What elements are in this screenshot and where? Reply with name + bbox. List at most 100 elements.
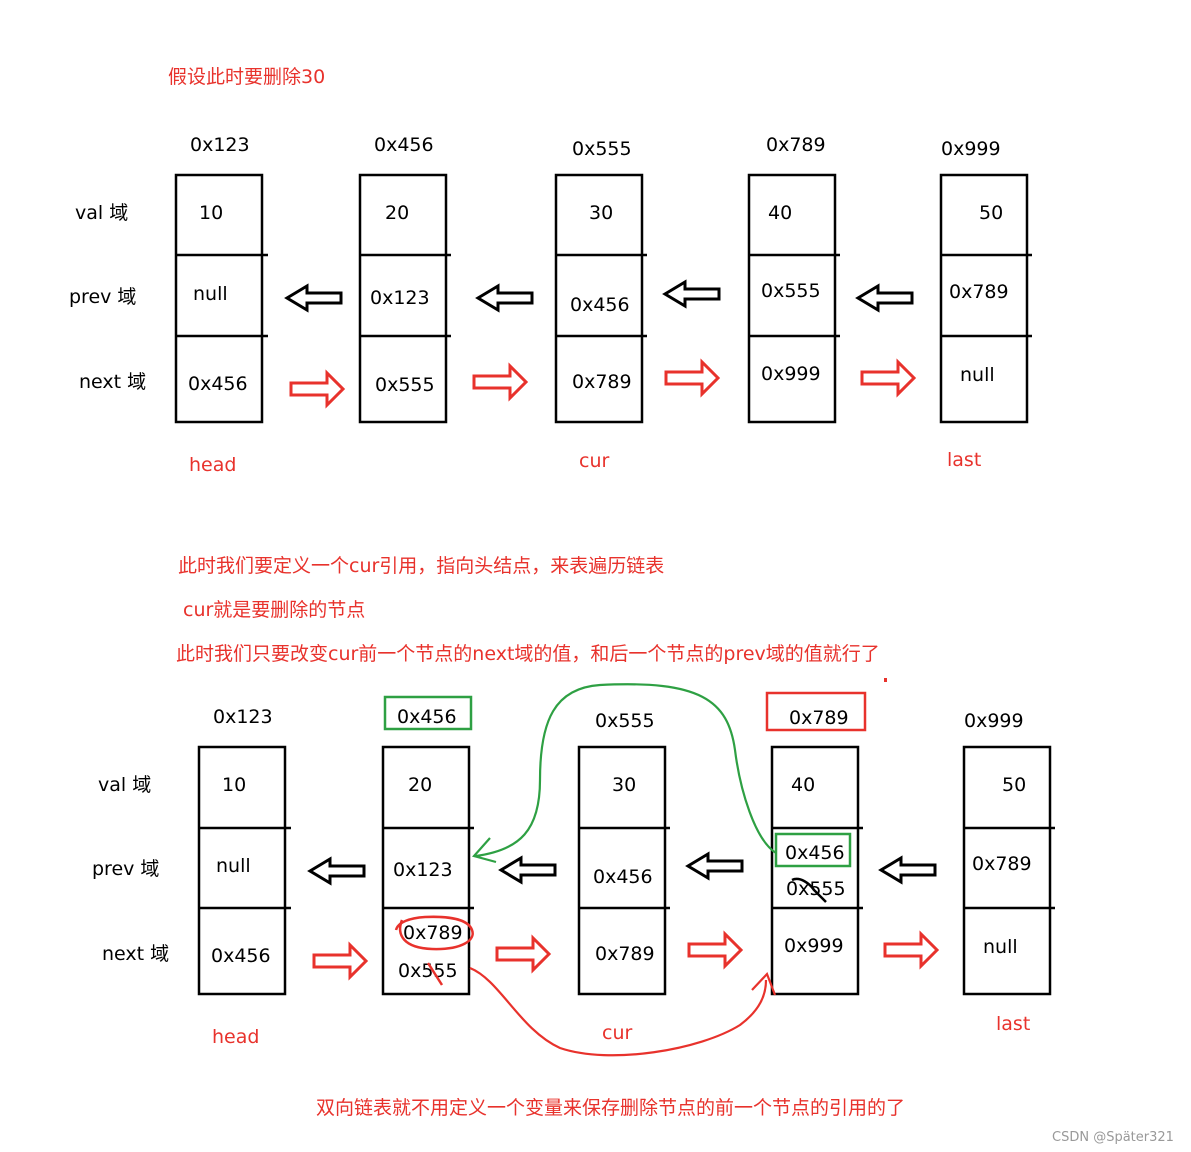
node-address: 0x123: [190, 134, 250, 156]
note-1: 此时我们要定义一个cur引用，指向头结点，来表遍历链表: [178, 555, 664, 577]
red-curve-arrow: [469, 966, 768, 1057]
next-field-label: next 域: [102, 943, 169, 965]
bottom-note: 双向链表就不用定义一个变量来保存删除节点的前一个节点的引用的了: [316, 1097, 905, 1119]
node-prev: 0x789: [972, 853, 1032, 875]
next-field-label: next 域: [79, 371, 146, 393]
green-arrowhead-icon: [471, 837, 497, 864]
address-highlight-box: [765, 691, 867, 732]
prev-arrow-icon: [285, 284, 343, 312]
node-prev: 0x123: [370, 287, 430, 309]
node-val: 10: [199, 202, 223, 224]
next-arrow-icon: [687, 932, 743, 968]
address-highlight-box: [383, 695, 473, 731]
note-3: 此时我们只要改变cur前一个节点的next域的值，和后一个节点的prev域的值就…: [176, 643, 880, 665]
node-prev: null: [193, 283, 228, 305]
node-next-new: 0x789: [403, 922, 463, 944]
node-prev: 0x123: [393, 859, 453, 881]
node-next: null: [983, 936, 1018, 958]
node-prev: 0x456: [570, 294, 630, 316]
green-curve-arrow: [475, 683, 777, 858]
last-pointer-label: last: [947, 449, 981, 471]
diagram-2: val 域 prev 域 next 域 0x123 10 null 0x456 …: [92, 683, 1055, 1057]
node-0x456: 0x456 20 0x123 0x555: [358, 134, 451, 424]
prev-arrow-icon: [856, 284, 914, 312]
node-next: 0x456: [211, 945, 271, 967]
node-val: 40: [768, 202, 792, 224]
next-arrow-icon: [495, 936, 551, 972]
next-arrow-icon: [664, 360, 720, 396]
node-next: 0x456: [188, 373, 248, 395]
node-val: 30: [589, 202, 613, 224]
node-0x123: 0x123 10 null 0x456: [174, 134, 268, 424]
strike-mark: [791, 877, 827, 903]
node-val: 30: [612, 774, 636, 796]
node-0x123: 0x123 10 null 0x456: [197, 706, 291, 996]
prev-arrow-icon: [879, 856, 937, 884]
node-next: 0x999: [761, 363, 821, 385]
prev-field-label: prev 域: [69, 286, 136, 308]
node-address: 0x555: [595, 710, 655, 732]
node-val: 10: [222, 774, 246, 796]
last-pointer-label: last: [996, 1013, 1030, 1035]
node-val: 20: [408, 774, 432, 796]
node-0x456: 0x456 20 0x123 0x789 0x555: [381, 695, 474, 996]
val-field-label: val 域: [75, 202, 128, 224]
cur-pointer-label: cur: [602, 1022, 632, 1044]
prev-arrow-icon: [686, 852, 744, 880]
node-0x789: 0x789 40 0x555 0x999: [747, 134, 840, 424]
highlight-circle: [394, 915, 474, 951]
node-val: 20: [385, 202, 409, 224]
node-address: 0x999: [941, 138, 1001, 160]
node-address: 0x456: [397, 706, 457, 728]
node-prev-new: 0x456: [785, 842, 845, 864]
node-0x999: 0x999 50 0x789 null: [939, 138, 1032, 424]
red-arrowhead-icon: [751, 971, 777, 996]
node-prev: 0x456: [593, 866, 653, 888]
node-address: 0x123: [213, 706, 273, 728]
node-next: 0x555: [375, 374, 435, 396]
prev-arrow-icon: [663, 280, 721, 308]
title-note: 假设此时要删除30: [168, 66, 325, 88]
red-dot: [884, 678, 887, 682]
node-0x789: 0x789 40 0x456 0x555 0x999: [765, 691, 867, 996]
prev-field-label: prev 域: [92, 858, 159, 880]
next-arrow-icon: [289, 371, 345, 407]
node-next: 0x789: [595, 943, 655, 965]
node-next: 0x999: [784, 935, 844, 957]
watermark: CSDN @Später321: [1052, 1130, 1174, 1145]
diagram-1: val 域 prev 域 next 域 0x123 10 null 0x456 …: [69, 134, 1032, 476]
prev-highlight-box: [774, 832, 852, 868]
note-2: cur就是要删除的节点: [183, 599, 365, 621]
next-arrow-icon: [860, 360, 916, 396]
cur-pointer-label: cur: [579, 450, 609, 472]
node-next: null: [960, 364, 995, 386]
node-address: 0x999: [964, 710, 1024, 732]
node-prev: 0x789: [949, 281, 1009, 303]
node-0x555: 0x555 30 0x456 0x789: [554, 138, 647, 424]
node-0x555: 0x555 30 0x456 0x789: [577, 710, 670, 996]
node-val: 40: [791, 774, 815, 796]
next-arrow-icon: [312, 943, 368, 979]
node-next: 0x789: [572, 371, 632, 393]
node-next-old: 0x555: [398, 960, 458, 982]
next-arrow-icon: [472, 364, 528, 400]
node-prev: null: [216, 855, 251, 877]
strike-mark: [426, 962, 444, 986]
node-val: 50: [979, 202, 1003, 224]
val-field-label: val 域: [98, 774, 151, 796]
node-prev-old: 0x555: [786, 878, 846, 900]
node-0x999: 0x999 50 0x789 null: [962, 710, 1055, 996]
node-prev: 0x555: [761, 280, 821, 302]
next-arrow-icon: [883, 932, 939, 968]
node-address: 0x456: [374, 134, 434, 156]
prev-arrow-icon: [308, 857, 366, 885]
head-pointer-label: head: [212, 1026, 259, 1048]
node-address: 0x789: [789, 707, 849, 729]
head-pointer-label: head: [189, 454, 236, 476]
prev-arrow-icon: [499, 856, 557, 884]
node-val: 50: [1002, 774, 1026, 796]
node-address: 0x789: [766, 134, 826, 156]
prev-arrow-icon: [476, 284, 534, 312]
node-address: 0x555: [572, 138, 632, 160]
